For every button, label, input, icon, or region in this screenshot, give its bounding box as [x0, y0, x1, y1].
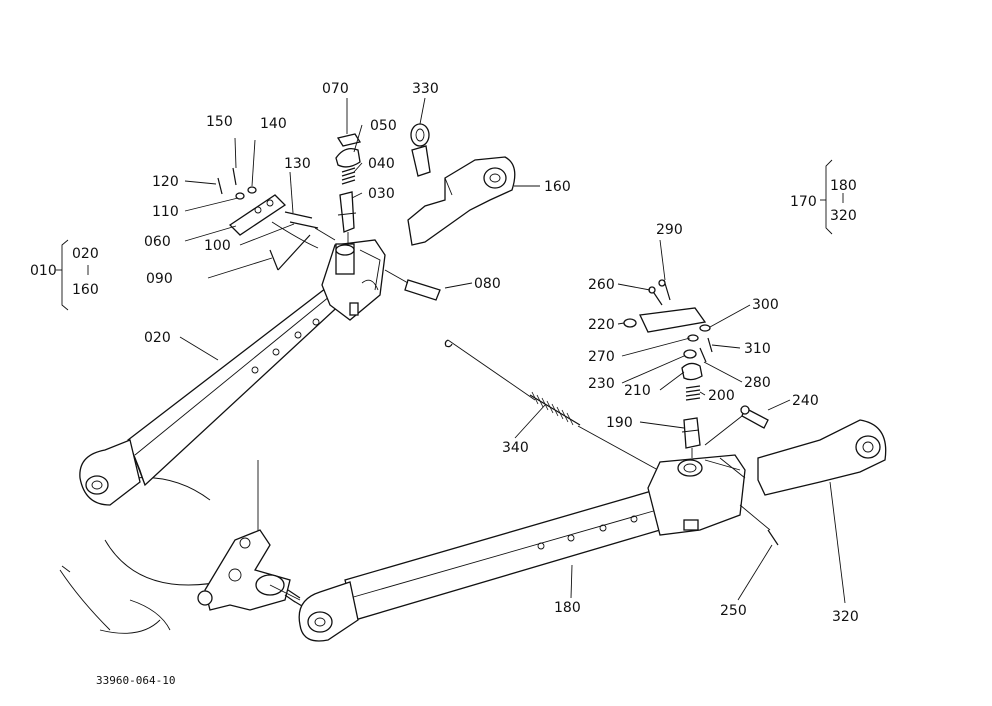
- label-200: 200: [708, 388, 735, 404]
- pin-080: [384, 269, 441, 301]
- label-240: 240: [792, 393, 819, 409]
- label-130: 130: [284, 156, 311, 172]
- label-250: 250: [720, 603, 747, 619]
- label-230: 230: [588, 376, 615, 392]
- label-040: 040: [368, 156, 395, 172]
- label-160: 160: [544, 179, 571, 195]
- pin-330: [410, 123, 431, 177]
- label-210: 210: [624, 383, 651, 399]
- label-260: 260: [588, 277, 615, 293]
- label-300: 300: [752, 297, 779, 313]
- label-330: 330: [412, 81, 439, 97]
- lower-link-left: [79, 239, 386, 506]
- label-030: 030: [368, 186, 395, 202]
- label-060: 060: [144, 234, 171, 250]
- lower-link-right: [298, 454, 746, 642]
- label-150: 150: [206, 114, 233, 130]
- label-120: 120: [152, 174, 179, 190]
- lift-rod-lower: [757, 419, 887, 496]
- label-170-sub-320: 320: [830, 208, 857, 224]
- label-190: 190: [606, 415, 633, 431]
- label-080: 080: [474, 276, 501, 292]
- label-170-sub-180: 180: [830, 178, 857, 194]
- label-280: 280: [744, 375, 771, 391]
- part-labels: 070 050 040 030 330 160 150 140 130 120 …: [30, 81, 859, 687]
- label-310: 310: [744, 341, 771, 357]
- spring-rod-340: [444, 339, 659, 471]
- label-090: 090: [146, 271, 173, 287]
- label-110: 110: [152, 204, 179, 220]
- tractor-rear-outline: [59, 460, 303, 634]
- label-290: 290: [656, 222, 683, 238]
- label-010: 010: [30, 263, 57, 279]
- left-small-parts: [217, 167, 336, 271]
- right-stack-parts: [623, 279, 779, 546]
- group-bracket-170: [820, 159, 844, 235]
- reference-code: 33960-064-10: [96, 674, 175, 687]
- label-140: 140: [260, 116, 287, 132]
- label-320-arm: 320: [832, 609, 859, 625]
- group-bracket-010: [56, 239, 89, 311]
- label-070: 070: [322, 81, 349, 97]
- label-010-sub-020: 020: [72, 246, 99, 262]
- label-020-arm: 020: [144, 330, 171, 346]
- label-180-arm: 180: [554, 600, 581, 616]
- label-100: 100: [204, 238, 231, 254]
- label-170: 170: [790, 194, 817, 210]
- label-270: 270: [588, 349, 615, 365]
- label-220: 220: [588, 317, 615, 333]
- label-010-sub-160: 160: [72, 282, 99, 298]
- label-340: 340: [502, 440, 529, 456]
- center-stack-parts: [335, 133, 362, 246]
- lift-rod-upper: [407, 156, 516, 246]
- label-050: 050: [370, 118, 397, 134]
- leader-lines: [179, 97, 846, 604]
